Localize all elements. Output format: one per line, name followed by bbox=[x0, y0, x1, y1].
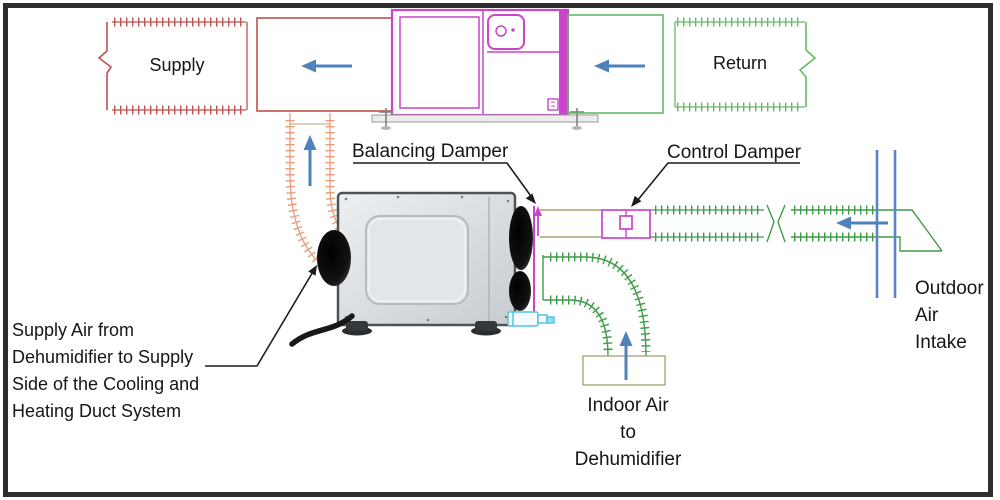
outlet-collar-top-right bbox=[509, 206, 533, 270]
balancing-damper-symbol bbox=[533, 206, 542, 312]
duct-break-symbol bbox=[798, 22, 817, 107]
mounting-bolt bbox=[570, 108, 584, 130]
indoor-air-grille bbox=[582, 355, 666, 386]
return-plenum-box bbox=[567, 14, 664, 114]
outdoor-air-line-3: Intake bbox=[915, 332, 967, 353]
blower-compartment bbox=[399, 16, 480, 109]
duct-break-symbol bbox=[766, 204, 775, 243]
embossed-panel bbox=[365, 215, 469, 305]
return-duct bbox=[567, 14, 817, 114]
intake-hood bbox=[791, 236, 942, 252]
airflow-arrow-outdoor-icon bbox=[836, 216, 888, 230]
note-line-2: Dehumidifier to Supply bbox=[12, 347, 194, 367]
unit-logo bbox=[547, 98, 559, 111]
indoor-air-duct bbox=[542, 252, 651, 357]
air-handler-stand bbox=[371, 108, 599, 130]
airflow-arrow-supply-icon bbox=[301, 59, 352, 73]
indoor-air-line-3: Dehumidifier bbox=[574, 449, 682, 470]
outdoor-air-duct bbox=[540, 150, 943, 298]
dehumidifier bbox=[289, 191, 555, 347]
inlet-collar-bottom-right bbox=[509, 271, 531, 311]
outdoor-air-line-2: Air bbox=[915, 305, 939, 326]
balancing-damper-leader bbox=[353, 162, 534, 200]
duct-break-symbol bbox=[777, 204, 786, 243]
drain-fitting bbox=[507, 311, 555, 327]
indoor-air-line-2: to bbox=[620, 422, 636, 443]
note-line-1: Supply Air from bbox=[12, 320, 135, 340]
feet bbox=[342, 321, 501, 336]
supply-air-note: Supply Air from Dehumidifier to Supply S… bbox=[12, 317, 199, 425]
power-cord bbox=[289, 313, 355, 347]
duct-break-symbol bbox=[97, 22, 113, 110]
control-box bbox=[487, 14, 525, 50]
supply-collar-left bbox=[317, 230, 351, 286]
airflow-arrow-up-supply-icon bbox=[303, 135, 317, 186]
airflow-arrow-return-icon bbox=[594, 59, 645, 73]
air-handler-unit bbox=[390, 8, 570, 117]
return-duct-label: Return bbox=[712, 53, 768, 73]
mounting-bolt bbox=[379, 108, 393, 130]
airflow-arrow-up-indoor-icon bbox=[619, 331, 633, 380]
indoor-air-label: Indoor Air to Dehumidifier bbox=[556, 392, 700, 473]
control-damper-leader bbox=[636, 162, 800, 202]
control-damper-symbol bbox=[601, 209, 651, 239]
outdoor-air-label: Outdoor Air Intake bbox=[915, 275, 984, 356]
note-line-4: Heating Duct System bbox=[12, 401, 182, 421]
indoor-air-line-1: Indoor Air bbox=[587, 395, 669, 416]
control-damper-label: Control Damper bbox=[667, 142, 802, 163]
supply-duct-label: Supply bbox=[149, 55, 205, 75]
note-line-3: Side of the Cooling and bbox=[12, 374, 200, 394]
balancing-damper-label: Balancing Damper bbox=[352, 141, 509, 162]
outdoor-air-line-1: Outdoor bbox=[915, 278, 984, 299]
supply-note-leader bbox=[205, 269, 315, 367]
leader-lines bbox=[205, 162, 800, 367]
